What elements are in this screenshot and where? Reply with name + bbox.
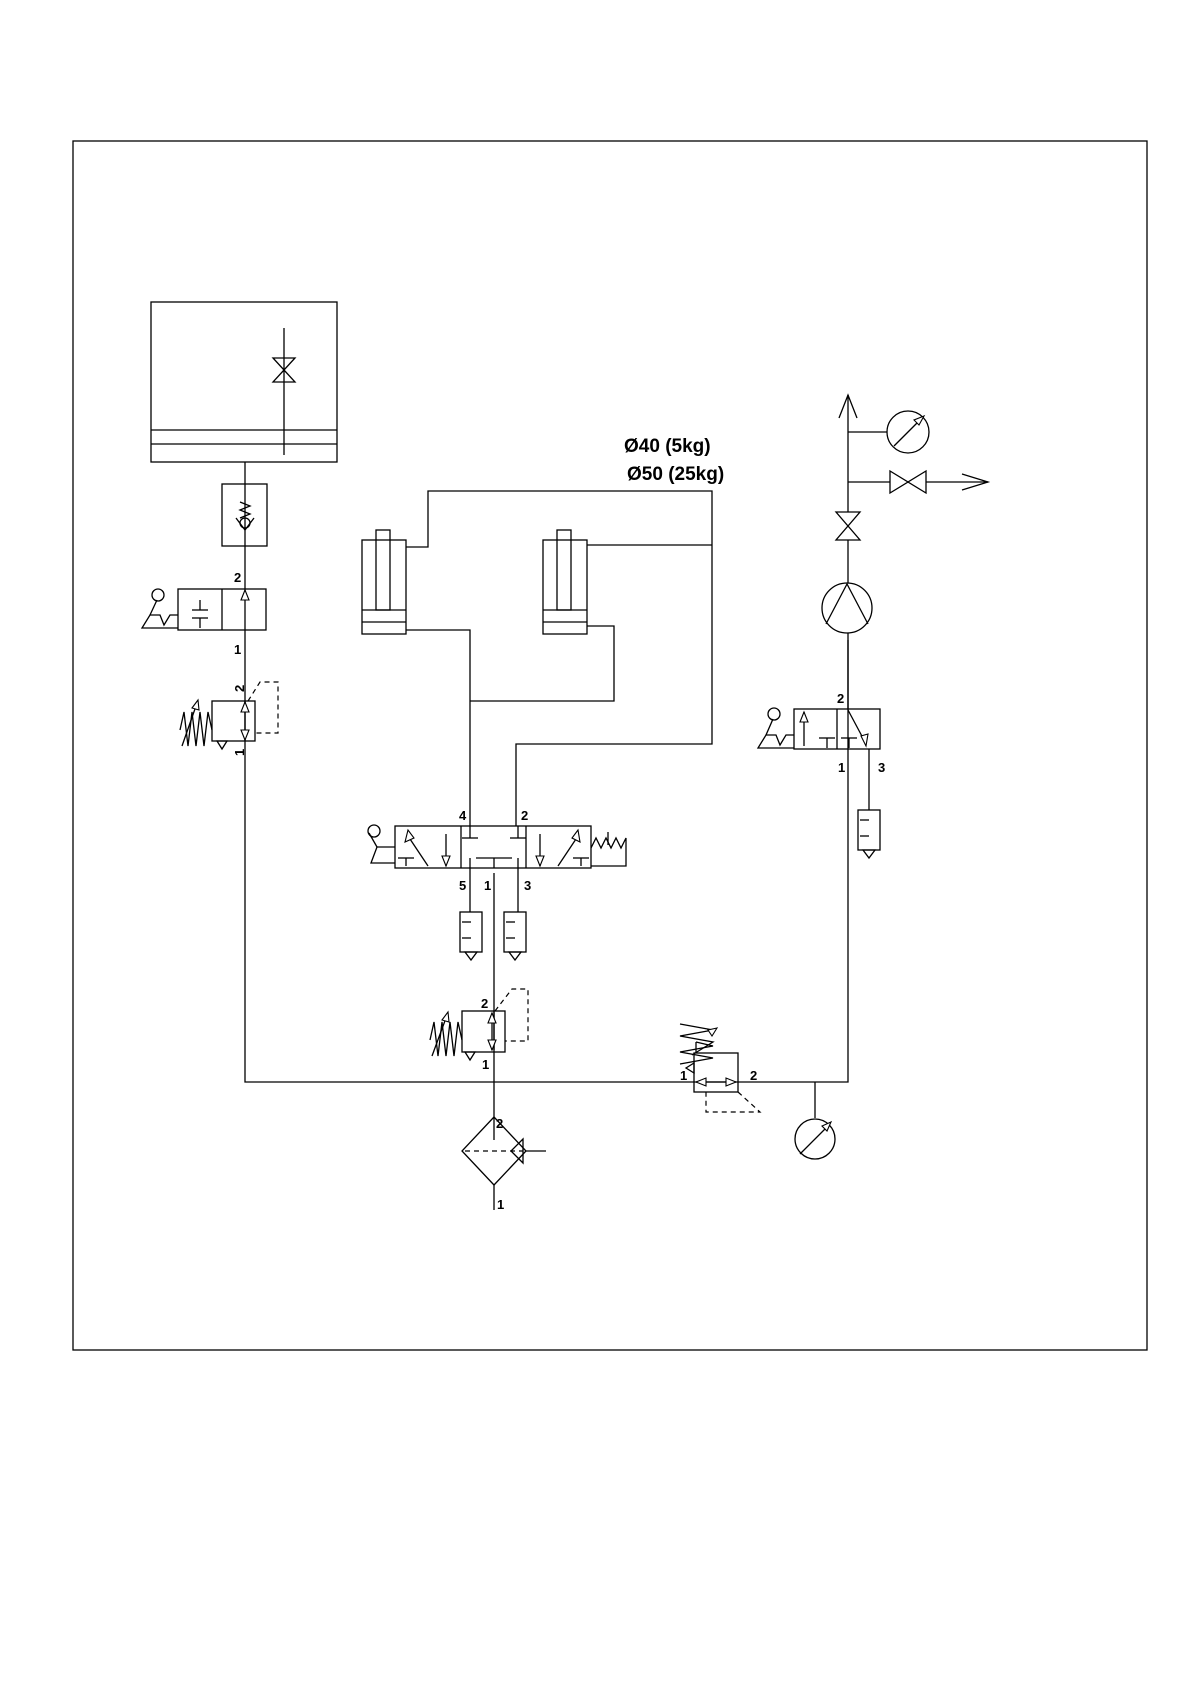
- tank-reservoir: [151, 302, 337, 462]
- pressure-regulator-left: 2 1: [180, 682, 278, 756]
- valve-port-3: 3: [524, 878, 531, 893]
- filter-port-2: 2: [496, 1116, 503, 1131]
- cylinder-bore-label-50: Ø50 (25kg): [627, 464, 724, 485]
- regulator-center-port-1: 1: [482, 1057, 489, 1072]
- shutoff-left-port-1: 1: [234, 642, 241, 657]
- pressure-gauge-top: [848, 411, 929, 453]
- regulator-right-port-1: 1: [680, 1068, 687, 1083]
- supply-lines: [245, 640, 848, 1140]
- regulator-left-port-2: 2: [232, 685, 247, 692]
- cylinder-right: [470, 530, 712, 701]
- silencer-right: [858, 749, 880, 858]
- filter-unit: 2 1: [462, 1116, 546, 1212]
- valve-port-4: 4: [459, 808, 467, 823]
- shutoff-right-port-3: 3: [878, 760, 885, 775]
- pressure-gauge-bottom: [795, 1082, 835, 1159]
- regulator-left-port-1: 1: [232, 749, 247, 756]
- valve-port-2: 2: [521, 808, 528, 823]
- regulator-center-port-2: 2: [481, 996, 488, 1011]
- shutoff-valve-right: 2 1 3: [758, 691, 885, 775]
- directional-valve-5-3: 4 2 5 1 3: [368, 808, 626, 893]
- pressure-regulator-right: 1 2: [680, 1024, 760, 1112]
- pump: [822, 540, 872, 709]
- valve-port-1: 1: [484, 878, 491, 893]
- shutoff-right-port-1: 1: [838, 760, 845, 775]
- drawing-frame: [73, 141, 1147, 1350]
- cylinder-bore-label-40: Ø40 (5kg): [624, 436, 711, 457]
- filter-port-1: 1: [497, 1197, 504, 1212]
- silencer-port-3: [504, 868, 526, 960]
- shutoff-valve-left: 2 1: [142, 570, 266, 657]
- cylinder-left: [362, 491, 712, 826]
- regulator-right-port-2: 2: [750, 1068, 757, 1083]
- shutoff-left-port-2: 2: [234, 570, 241, 585]
- pressure-regulator-center: 2 1: [430, 989, 528, 1072]
- shutoff-right-port-2: 2: [837, 691, 844, 706]
- outlet-valve-right: [848, 471, 988, 493]
- valve-port-5: 5: [459, 878, 466, 893]
